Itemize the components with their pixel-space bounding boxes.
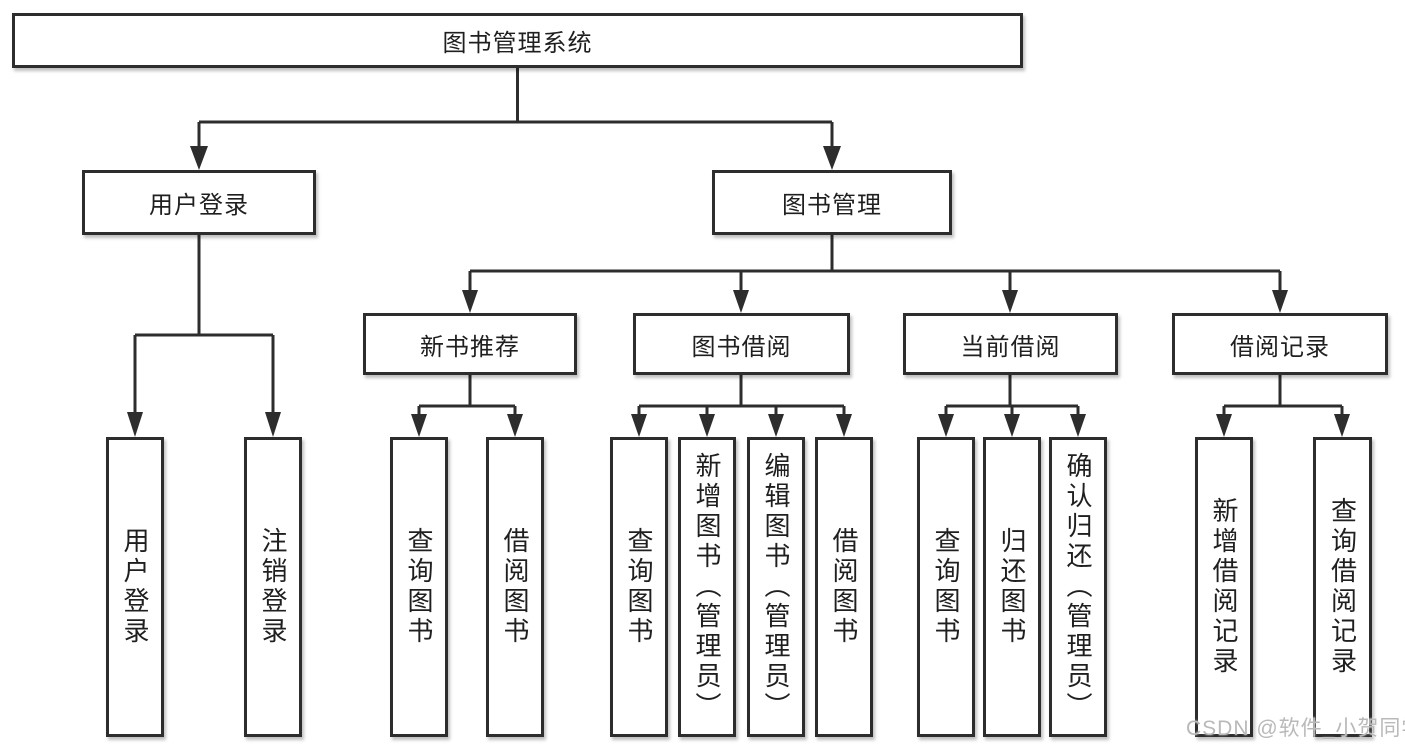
leaf-borrow-books: 借阅图书 [815,437,873,737]
leaf-label: 确认归还（管理员） [1063,452,1093,722]
leaf-add-book-admin: 新增图书（管理员） [678,437,736,737]
connector-borrow-records [1216,375,1350,437]
leaf-label: 查询图书 [624,527,654,647]
leaf-return-books: 归还图书 [983,437,1041,737]
leaf-query-books-current: 查询图书 [917,437,975,737]
node-borrow-records: 借阅记录 [1172,313,1388,375]
leaf-label: 借阅图书 [829,527,859,647]
leaf-confirm-return-admin: 确认归还（管理员） [1049,437,1107,737]
leaf-user-login: 用户登录 [106,437,164,737]
node-book-borrowing: 图书借阅 [633,313,850,375]
leaf-logout-login: 注销登录 [244,437,302,737]
connector-user-login [127,235,281,437]
leaf-label: 查询图书 [404,527,434,647]
connector-new-book-recommend [411,375,523,437]
csdn-watermark: CSDN @软件_小贺同学 [1186,717,1405,740]
leaf-query-books-borrowing: 查询图书 [610,437,668,737]
leaf-edit-book-admin: 编辑图书（管理员） [747,437,805,737]
leaf-query-borrow-record: 查询借阅记录 [1313,437,1372,737]
node-current-borrowing: 当前借阅 [903,313,1118,375]
node-book-management: 图书管理 [712,170,952,235]
leaf-label: 查询借阅记录 [1327,497,1358,677]
node-new-book-recommend: 新书推荐 [363,313,577,375]
leaf-label: 用户登录 [120,527,150,647]
connector-current-borrowing [938,375,1086,437]
leaf-label: 编辑图书（管理员） [761,452,791,722]
leaf-label: 新增借阅记录 [1209,497,1239,677]
connector-book-management [462,235,1288,313]
leaf-add-borrow-record: 新增借阅记录 [1195,437,1253,737]
leaf-label: 借阅图书 [500,527,530,647]
leaf-label: 归还图书 [997,527,1027,647]
leaf-label: 注销登录 [258,527,288,647]
node-library-system: 图书管理系统 [12,13,1023,68]
connector-book-borrowing [631,375,852,437]
leaf-label: 查询图书 [931,527,961,647]
leaf-query-books-recommend: 查询图书 [390,437,448,737]
leaf-borrow-books-recommend: 借阅图书 [486,437,544,737]
leaf-label: 新增图书（管理员） [692,452,722,722]
node-user-login: 用户登录 [82,170,316,235]
connector-root [190,68,841,170]
